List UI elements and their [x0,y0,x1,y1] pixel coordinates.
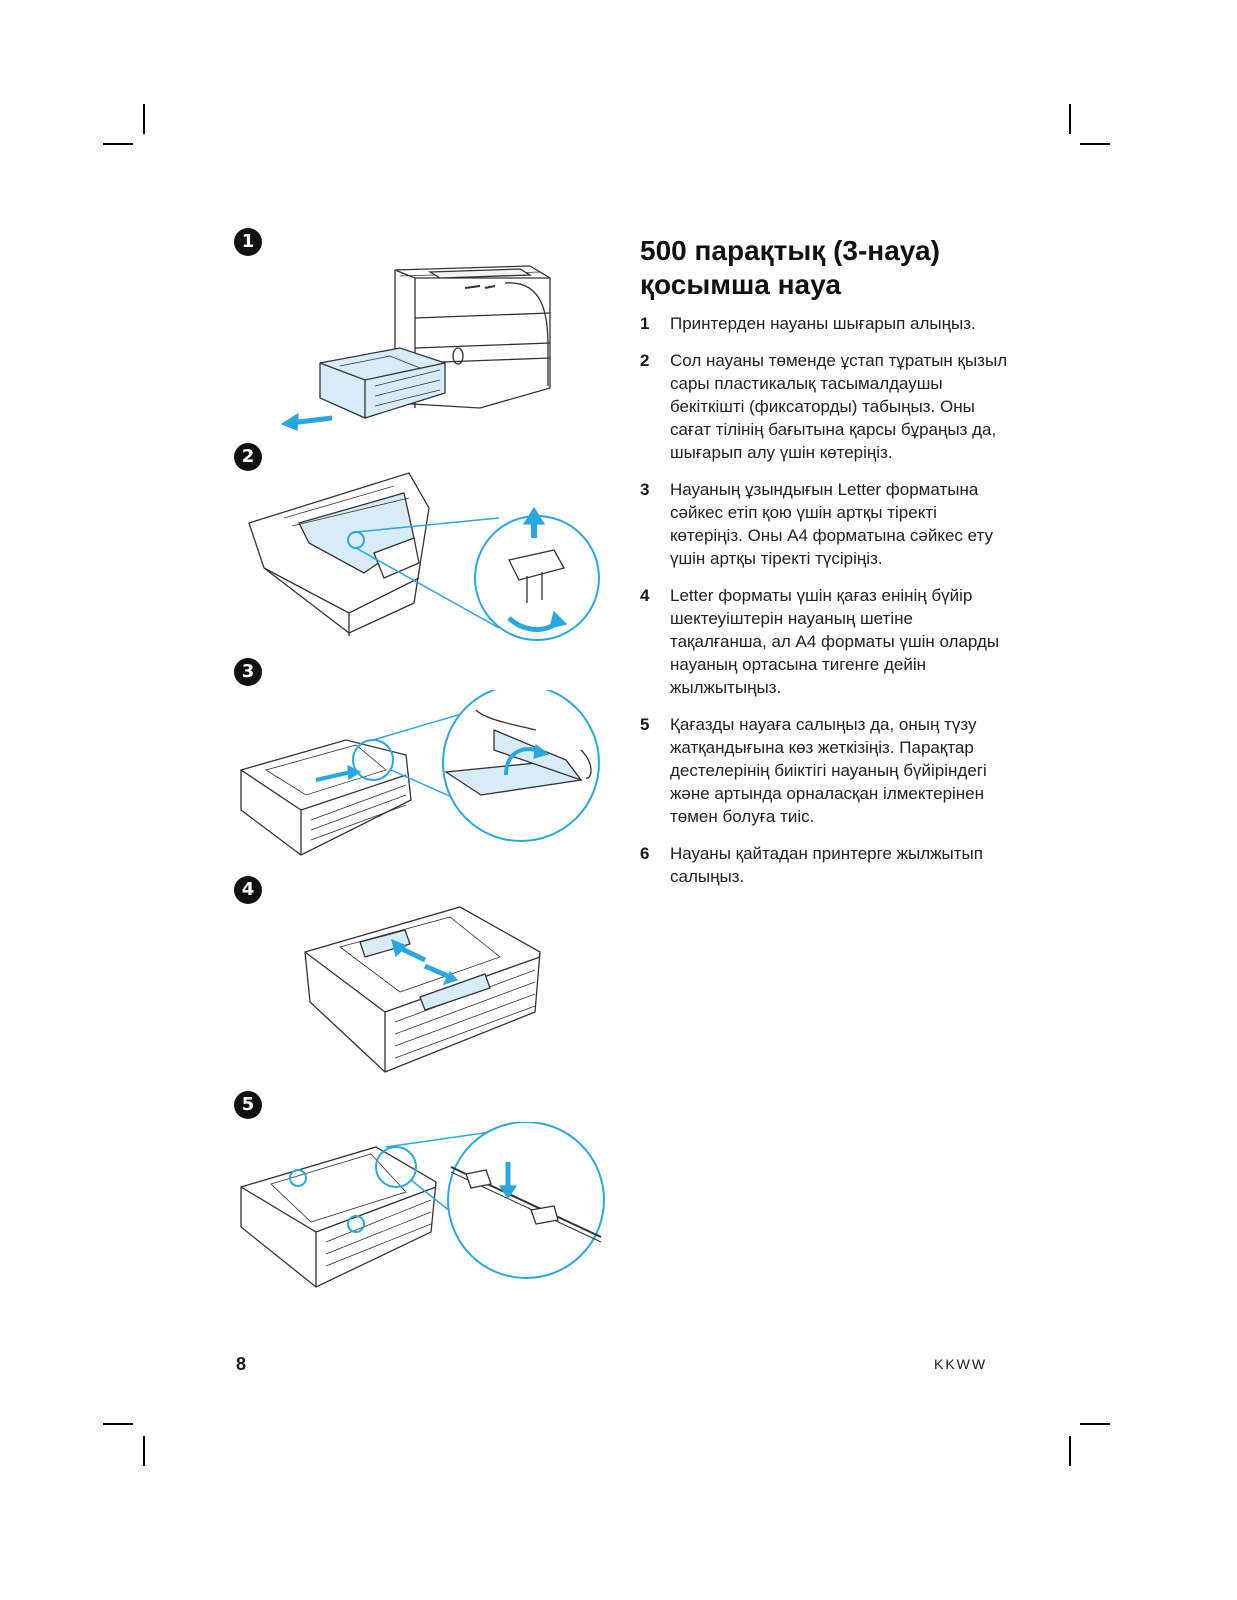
crop-mark [1069,104,1071,134]
figure-number: 2 [234,443,262,471]
paper-loading-tabs-illustration [236,1122,606,1290]
page-title-line1: 500 парақтық (3-науа) [640,235,940,266]
figure-number: 5 [234,1091,262,1119]
step-item: 4 Letter форматы үшін қағаз енінің бүйір… [640,584,1010,699]
figure-number: 4 [234,876,262,904]
step-text: Науаның ұзындығын Letter форматына сәйке… [670,480,994,568]
step-text: Letter форматы үшін қағаз енінің бүйір ш… [670,586,1000,697]
paper-width-guides-illustration [300,902,550,1077]
tray-locking-knob-illustration [244,468,604,648]
step-item: 1 Принтерден науаны шығарып алыңыз. [640,312,1010,335]
step-number: 2 [640,351,650,370]
crop-mark [143,1436,145,1466]
step-text: Қағазды науаға салыңыз да, оның түзу жат… [670,715,987,826]
crop-mark [1080,143,1110,145]
page-title-line2: қосымша науа [640,269,841,300]
figure-number: 3 [234,658,262,686]
crop-mark [143,104,145,134]
step-text: Сол науаны төменде ұстап тұратын қызыл с… [670,351,1008,462]
step-number: 1 [640,314,650,333]
step-text: Принтерден науаны шығарып алыңыз. [670,314,976,333]
printer-tray-removal-illustration [280,258,560,438]
crop-mark [103,1423,133,1425]
step-number: 3 [640,480,650,499]
instruction-steps: 1 Принтерден науаны шығарып алыңыз. 2 Со… [640,312,1010,902]
step-number: 4 [640,586,650,605]
crop-mark [1080,1423,1110,1425]
step-item: 5 Қағазды науаға салыңыз да, оның түзу ж… [640,713,1010,828]
page-number: 8 [236,1354,247,1374]
crop-mark [103,143,133,145]
figure-number: 1 [234,228,262,256]
step-number: 5 [640,715,650,734]
page-title: 500 парақтық (3-науа) қосымша науа [640,234,1020,302]
step-text: Науаны қайтадан принтерге жылжытып салың… [670,844,983,886]
crop-mark [1069,1436,1071,1466]
step-item: 6 Науаны қайтадан принтерге жылжытып сал… [640,842,1010,888]
document-code: KKWW [934,1356,988,1372]
step-item: 2 Сол науаны төменде ұстап тұратын қызыл… [640,349,1010,464]
step-number: 6 [640,844,650,863]
step-item: 3 Науаның ұзындығын Letter форматына сәй… [640,478,1010,570]
tray-rear-stop-illustration [236,690,604,860]
